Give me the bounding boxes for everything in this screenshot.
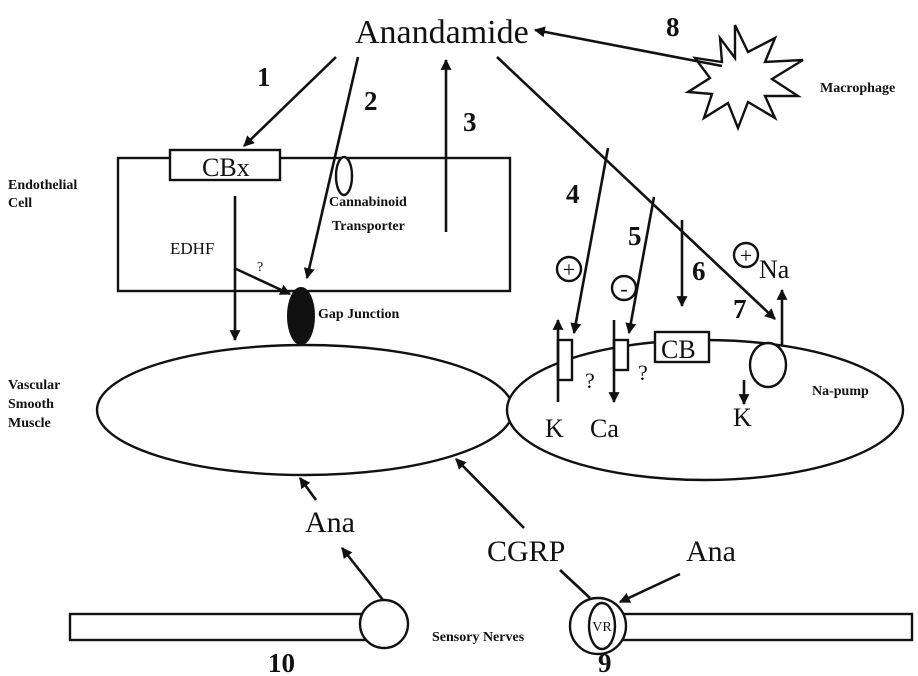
gap-junction-label: Gap Junction xyxy=(318,307,400,322)
step-number-7: 7 xyxy=(733,294,747,324)
endothelial-label-line2: Cell xyxy=(8,196,32,211)
arrow-ana-left-up xyxy=(300,478,316,500)
step-number-5: 5 xyxy=(628,221,642,251)
anandamide-label: Anandamide xyxy=(355,14,529,51)
arrow-nerve-left-ana xyxy=(342,548,383,600)
arrow-5 xyxy=(629,197,654,333)
na-plus-symbol: + xyxy=(740,243,752,268)
cgrp-vr-connector xyxy=(560,570,590,598)
step-number-6: 6 xyxy=(692,256,706,286)
step-number-3: 3 xyxy=(463,107,477,137)
cbx-label: CBx xyxy=(202,153,250,182)
edhf-label: EDHF xyxy=(170,239,214,258)
endothelial-label-line1: Endothelial xyxy=(8,178,77,193)
step-number-10: 10 xyxy=(268,648,295,676)
k-ion-label-left: K xyxy=(545,414,564,443)
arrow-cgrp xyxy=(456,459,524,528)
cannabinoid-label-line2: Transporter xyxy=(332,219,405,234)
cannabinoid-transporter xyxy=(336,157,352,195)
ca-ion-label: Ca xyxy=(590,414,619,443)
arrow-ana-right-vr xyxy=(620,574,680,602)
na-pump xyxy=(750,343,786,387)
cgrp-label: CGRP xyxy=(487,535,565,568)
nerve-terminal-left xyxy=(360,600,408,648)
step-number-2: 2 xyxy=(364,86,378,116)
vascular-label-line1: Vascular xyxy=(8,378,60,393)
vascular-smooth-muscle-cell xyxy=(97,345,513,475)
vascular-label-line3: Muscle xyxy=(8,416,51,431)
k-channel-question: ? xyxy=(585,368,595,393)
macrophage-starburst xyxy=(688,25,803,128)
k-channel xyxy=(558,340,572,380)
arrow-8 xyxy=(535,30,722,66)
edhf-question: ? xyxy=(257,260,263,275)
step-number-8: 8 xyxy=(666,12,680,42)
macrophage-label: Macrophage xyxy=(820,81,895,96)
cannabinoid-label-line1: Cannabinoid xyxy=(329,195,407,210)
vr-label: VR xyxy=(592,620,612,635)
sensory-nerve-right xyxy=(600,614,912,640)
arrow-4 xyxy=(574,148,608,333)
step-number-9: 9 xyxy=(598,648,612,676)
ana-label-right: Ana xyxy=(686,535,736,568)
plus-symbol: + xyxy=(563,257,575,282)
ca-channel-question: ? xyxy=(638,360,648,385)
ana-label-left: Ana xyxy=(305,506,355,539)
sensory-nerves-label: Sensory Nerves xyxy=(432,630,525,645)
ca-channel xyxy=(614,340,628,370)
step-number-4: 4 xyxy=(566,179,580,209)
cb-label: CB xyxy=(661,335,696,364)
minus-symbol: - xyxy=(620,276,627,301)
k-ion-label-right: K xyxy=(733,403,752,432)
step-number-1: 1 xyxy=(257,62,271,92)
sensory-nerve-left xyxy=(70,614,380,640)
vascular-label-line2: Smooth xyxy=(8,397,54,412)
na-label: Na xyxy=(759,255,790,284)
na-pump-label: Na-pump xyxy=(812,384,869,399)
